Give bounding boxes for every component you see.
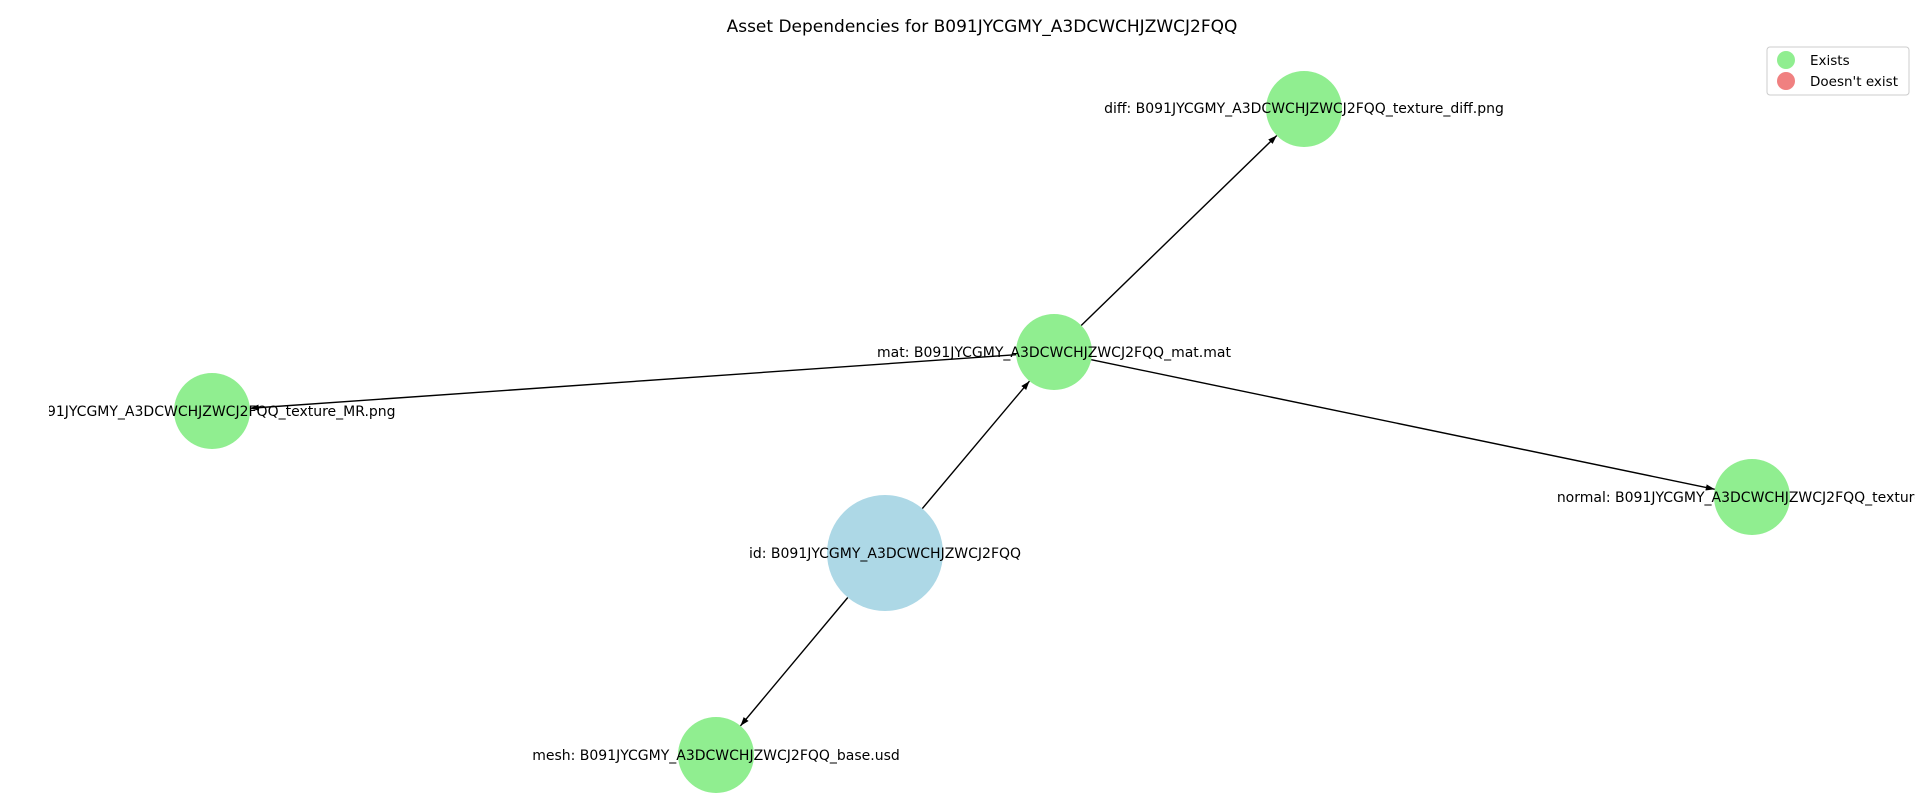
node-label-diff: diff: B091JYCGMY_A3DCWCHJZWCJ2FQQ_textur… <box>1104 101 1504 117</box>
legend-frame <box>1766 46 1910 96</box>
node-label-mesh: mesh: B091JYCGMY_A3DCWCHJZWCJ2FQQ_base.u… <box>532 748 900 764</box>
edge-root-to-mat <box>921 380 1031 510</box>
legend: Exists Doesn't exist <box>1766 46 1910 96</box>
node-label-mr: B091JYCGMY_A3DCWCHJZWCJ2FQQ_texture_MR.p… <box>28 404 395 420</box>
node-mesh <box>678 717 754 793</box>
node-normal <box>1714 459 1790 535</box>
graph-title: Asset Dependencies for B091JYCGMY_A3DCWC… <box>727 17 1238 37</box>
node-label-mat: mat: B091JYCGMY_A3DCWCHJZWCJ2FQQ_mat.mat <box>877 345 1231 361</box>
legend-marker-missing <box>1777 72 1795 90</box>
nodes-layer <box>174 71 1790 793</box>
node-mat <box>1016 314 1092 390</box>
node-diff <box>1266 71 1342 147</box>
labels-layer: id: B091JYCGMY_A3DCWCHJZWCJ2FQQ mat: B091… <box>28 101 1927 764</box>
edge-root-to-mesh <box>739 597 849 727</box>
edge-mat-to-mr <box>249 354 1017 411</box>
edge-mat-to-diff <box>1080 134 1278 327</box>
edges-layer <box>249 134 1715 727</box>
node-label-normal: normal: B091JYCGMY_A3DCWCHJZWCJ2FQQ_text… <box>1557 490 1927 506</box>
node-label-root: id: B091JYCGMY_A3DCWCHJZWCJ2FQQ <box>749 546 1021 562</box>
node-mr <box>174 373 250 449</box>
legend-label-exists: Exists <box>1810 53 1850 69</box>
legend-label-missing: Doesn't exist <box>1810 74 1898 90</box>
legend-marker-exists <box>1777 51 1795 69</box>
edge-mat-to-normal <box>1091 359 1715 491</box>
node-root <box>827 495 943 611</box>
